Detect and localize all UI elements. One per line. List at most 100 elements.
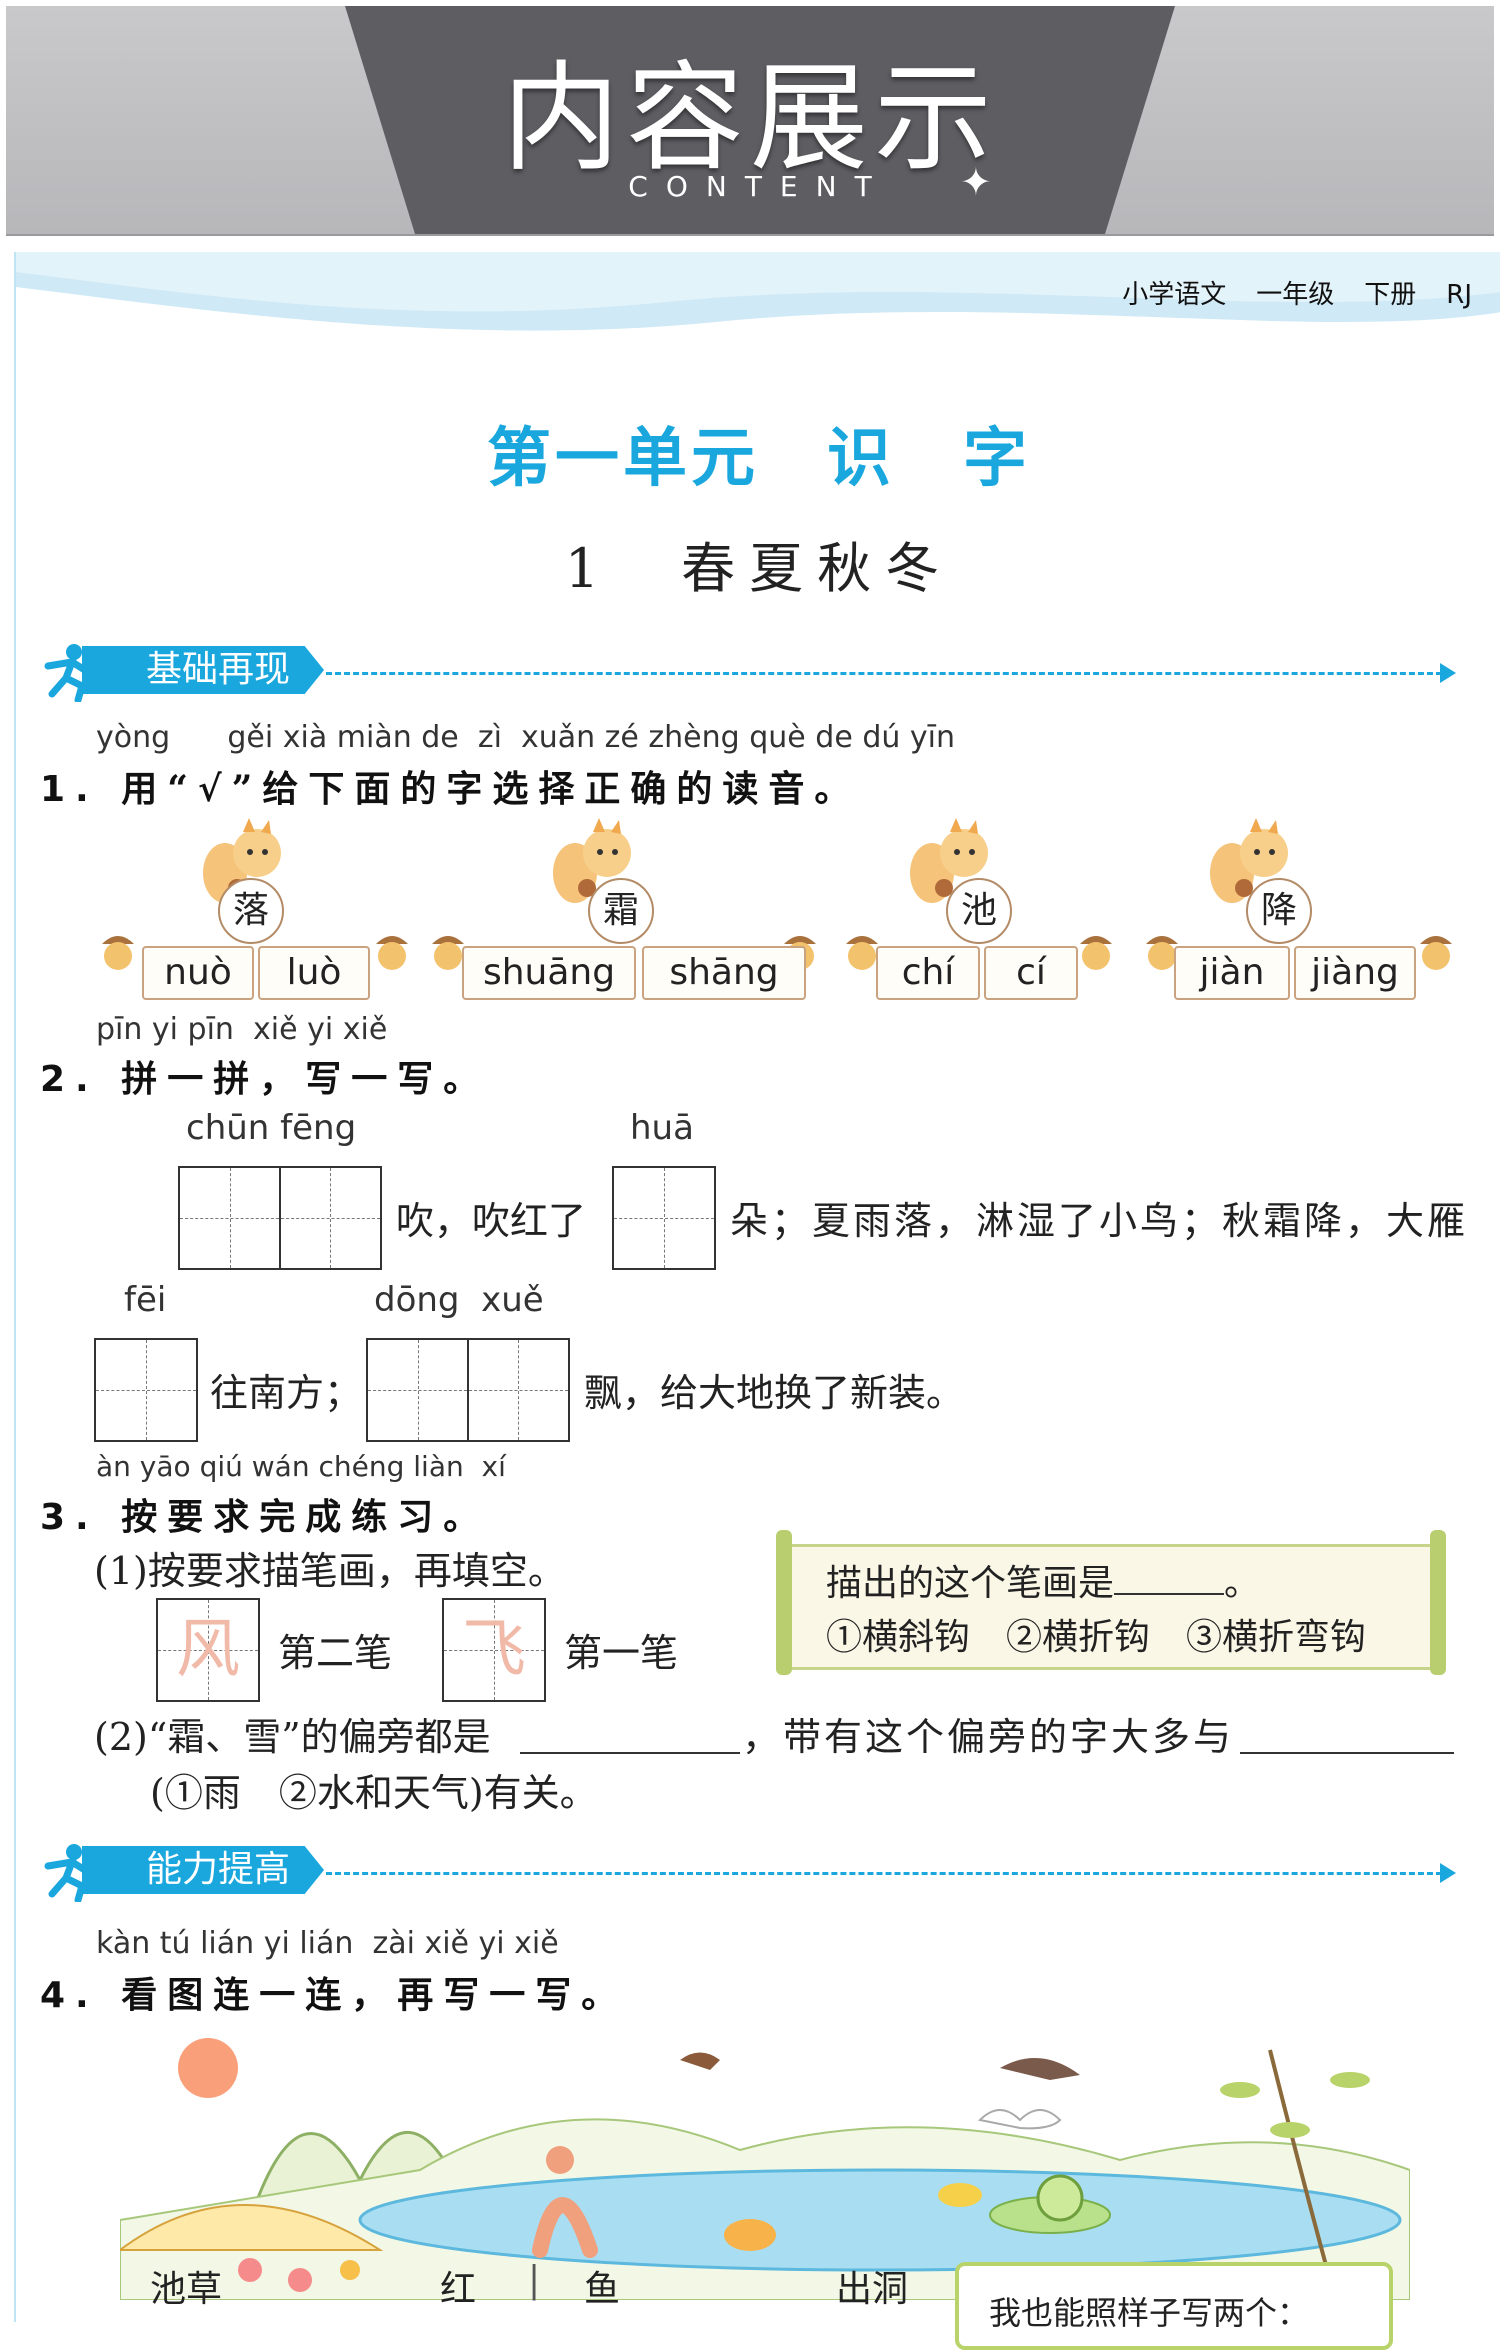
q2-text-1: 吹，吹红了 [396,1199,587,1243]
q3-trace-char-1: 风 [176,1613,240,1687]
q1-text: 用“√”给下面的字选择正确的读音。 [121,768,861,810]
q2-writing-box-chunfeng[interactable] [178,1166,382,1270]
acorn-icon [1146,936,1178,970]
q4-word-1[interactable]: 池草 [150,2269,223,2310]
q3-prompt: 3. 按要求完成练习。 [40,1488,489,1540]
scroll-period: 。 [1224,1563,1261,1604]
volume-label: 下册 [1364,280,1417,310]
q4-word-4[interactable]: 出洞 [836,2269,909,2310]
section-basic-divider [326,672,1442,675]
q3-blank-radical[interactable] [520,1752,740,1754]
scroll-line-2: ①横斜钩 ②横折钩 ③横折弯钩 [826,1617,1367,1658]
q3-sub2: (2)“霜、雪”的偏旁都是 [94,1715,491,1759]
acorn-icon [1420,936,1452,970]
q1-option[interactable]: cí [984,946,1078,1000]
arrow-right-icon [1440,1863,1456,1883]
q2-pinyin-hua: huā [630,1108,694,1148]
subject-label: 小学语文 [1122,280,1227,310]
acorn-icon [102,936,134,970]
q3-label-1: 第二笔 [278,1631,393,1675]
sparkle-icon: ✦ [960,160,992,204]
banner-title-plate [345,6,1175,234]
q1-option[interactable]: shāng [642,946,806,1000]
edition-label: RJ [1446,280,1472,310]
squirrel-icon [1210,818,1288,903]
q1-char: 落 [218,878,284,944]
acorn-icon [846,936,878,970]
q2-pinyin-dongxue: dōng xuě [374,1280,544,1320]
q4-prompt: 4. 看图连一连，再写一写。 [40,1966,627,2018]
q2-writing-box-fei[interactable] [94,1338,198,1442]
q3-sub2b: ，带有这个偏旁的字大多与 [742,1715,1235,1759]
q3-sub2c: (①雨 ②水和天气)有关。 [150,1771,598,1815]
scroll-answer-blank[interactable] [1114,1563,1225,1595]
q1-option[interactable]: luò [258,946,370,1000]
scroll-line-1: 描出的这个笔画是 。 [826,1554,1260,1606]
q2-number: 2. [40,1059,99,1100]
pond-scene-illustration [120,2038,1410,2300]
scroll-rod-left [776,1530,792,1675]
q3-trace-box-2[interactable]: 飞 [442,1598,546,1702]
q1-number: 1. [40,769,99,810]
q4-example-text: 我也能照样子写两个： [989,2294,1310,2332]
unit-title: 第一单元 识 字 [487,422,1031,496]
q3-trace-box-1[interactable]: 风 [156,1598,260,1702]
q2-text-3: 往南方； [210,1371,363,1415]
scroll-rod-right [1430,1530,1446,1675]
header-wave [16,252,1500,331]
q1-group-1: 落 nuò luò [90,818,420,1018]
q3-trace-char-2: 飞 [462,1613,526,1687]
q1-group-2: 霜 shuāng shāng [420,818,840,1018]
q4-example-box[interactable]: 我也能照样子写两个： [955,2262,1393,2350]
q1-option[interactable]: jiàng [1294,946,1416,1000]
q1-char: 降 [1246,878,1312,944]
q1-group-4: 降 jiàn jiàng [1142,818,1462,1018]
q1-prompt: 1. 用“√”给下面的字选择正确的读音。 [40,760,860,812]
q3-sub1: (1)按要求描笔画，再填空。 [94,1549,566,1593]
banner-title: 内容展示 [501,49,998,187]
arrow-right-icon [1440,663,1456,683]
q1-option[interactable]: jiàn [1174,946,1290,1000]
q2-writing-box-hua[interactable] [612,1166,716,1270]
q2-writing-box-dongxue[interactable] [366,1338,570,1442]
q2-prompt: 2. 拼一拼，写一写。 [40,1050,489,1102]
q3-number: 3. [40,1497,99,1538]
q4-word-2[interactable]: 红 [440,2269,477,2310]
squirrel-icon [553,818,631,903]
q1-char: 池 [946,878,1012,944]
q2-text: 拼一拼，写一写。 [121,1058,490,1100]
q2-pinyin-fei: fēi [124,1280,167,1320]
q4-pinyin: kàn tú lián yi lián zài xiě yi xiě [96,1926,559,1961]
q3-blank-relation[interactable] [1240,1752,1454,1754]
acorn-icon [1080,936,1112,970]
q1-char: 霜 [588,878,654,944]
banner-subtitle: CONTENT [628,170,890,203]
q1-option[interactable]: shuāng [462,946,636,1000]
scroll-question: 描出的这个笔画是 [826,1563,1115,1604]
hint-scroll: 描出的这个笔画是 。 ①横斜钩 ②横折钩 ③横折弯钩 [770,1530,1460,1675]
q3-pinyin: àn yāo qiú wán chéng liàn xí [96,1450,506,1483]
q1-option[interactable]: chí [876,946,980,1000]
q2-text-2: 朵；夏雨落，淋湿了小鸟；秋霜降，大雁 [730,1199,1469,1243]
squirrel-icon [910,818,988,903]
section-advanced-divider [326,1872,1442,1875]
grade-label: 一年级 [1256,280,1335,310]
book-info: 小学语文一年级下册 RJ [1092,274,1472,311]
q4-text: 看图连一连，再写一写。 [121,1974,628,2016]
acorn-icon [432,936,464,970]
q4-word-3[interactable]: 鱼 [584,2269,621,2310]
q3-text: 按要求完成练习。 [121,1496,490,1538]
q2-pinyin-chunfeng: chūn fēng [186,1108,357,1148]
q1-group-3: 池 chí cí [842,818,1142,1018]
acorn-icon [376,936,408,970]
q3-label-2: 第一笔 [564,1631,679,1675]
q1-pinyin: yòng gěi xià miàn de zì xuǎn zé zhèng qu… [96,720,956,755]
top-banner: 内容展示 CONTENT ✦ [0,0,1500,240]
q2-pinyin: pīn yi pīn xiě yi xiě [96,1012,388,1047]
section-advanced-label: 能力提高 [82,1846,325,1894]
q4-number: 4. [40,1975,99,2016]
scroll-paper [788,1544,1446,1670]
section-basic-label: 基础再现 [82,646,325,694]
q1-option[interactable]: nuò [142,946,254,1000]
